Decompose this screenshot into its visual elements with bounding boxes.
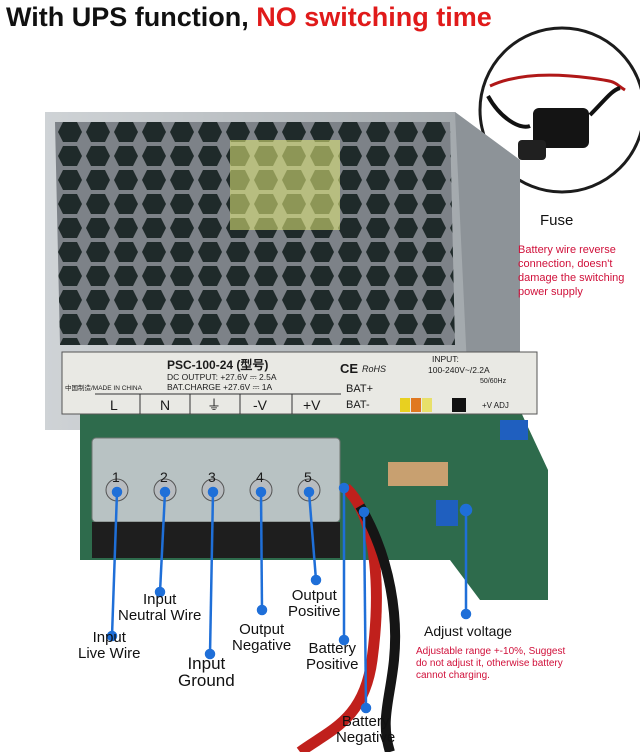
terminal-legend-ground: ⏚ (207, 397, 221, 413)
plate-made-in: 中国制造/MADE IN CHINA (65, 383, 143, 392)
battery-wires (296, 483, 401, 752)
plate-input-range: 100-240V~/2.2A (428, 365, 490, 375)
label-input-neutral-wire: Input Neutral Wire (118, 591, 202, 624)
plate-adj: +V ADJ (482, 401, 509, 410)
power-supply-case (45, 112, 520, 430)
terminal-legend-n: N (160, 397, 170, 413)
fuse-title: Fuse (540, 212, 574, 229)
label-input-live-wire: Input Live Wire (78, 629, 141, 662)
label-battery-positive: Battery Positive (306, 640, 359, 673)
page-headline: With UPS function, NO switching time (6, 2, 492, 33)
plate-frequency: 50/60Hz (480, 378, 507, 385)
ce-mark-icon: CE (340, 361, 358, 376)
plate-input-label: INPUT: (432, 354, 459, 364)
adjust-voltage-note: Adjustable range +-10%, Suggest do not a… (416, 646, 566, 681)
terminal-legend-l: L (110, 397, 118, 413)
terminal-block: 1 2 3 4 5 (91, 437, 341, 558)
terminal-number-2: 2 (160, 469, 168, 485)
adjust-voltage-title: Adjust voltage (424, 623, 512, 639)
fuse-inset (478, 26, 640, 194)
plate-bat-minus: BAT- (346, 399, 370, 411)
label-battery-negative: Battery Negative (336, 713, 396, 746)
plate-dc-output: DC OUTPUT: +27.6V ⎓ 2.5A (167, 372, 277, 382)
rohs-mark-icon: RoHS (362, 364, 386, 374)
label-input-ground: Input Ground (178, 654, 235, 690)
headline-part2: NO switching time (256, 2, 492, 32)
terminal-number-4: 4 (256, 469, 264, 485)
fuse-holder-icon (533, 108, 589, 148)
terminal-legend-plus-v: +V (303, 397, 321, 413)
plate-bat-charge: BAT.CHARGE +27.6V ⎓ 1A (167, 382, 272, 392)
label-output-negative: Output Negative (232, 621, 292, 654)
spec-plate: PSC-100-24 (型号) DC OUTPUT: +27.6V ⎓ 2.5A… (61, 351, 538, 415)
plate-bat-plus: BAT+ (346, 383, 373, 395)
adjust-potentiometer-icon (436, 500, 458, 526)
fuse-note: Battery wire reverse connection, doesn't… (518, 244, 625, 298)
terminal-number-3: 3 (208, 469, 216, 485)
callout-lines (106, 482, 473, 714)
terminal-number-5: 5 (304, 469, 312, 485)
plate-model: PSC-100-24 (型号) (167, 357, 268, 372)
headline-part1: With UPS function, (6, 2, 257, 32)
terminal-legend-minus-v: -V (253, 397, 268, 413)
terminal-number-1: 1 (112, 469, 120, 485)
label-output-positive: Output Positive (288, 587, 341, 620)
